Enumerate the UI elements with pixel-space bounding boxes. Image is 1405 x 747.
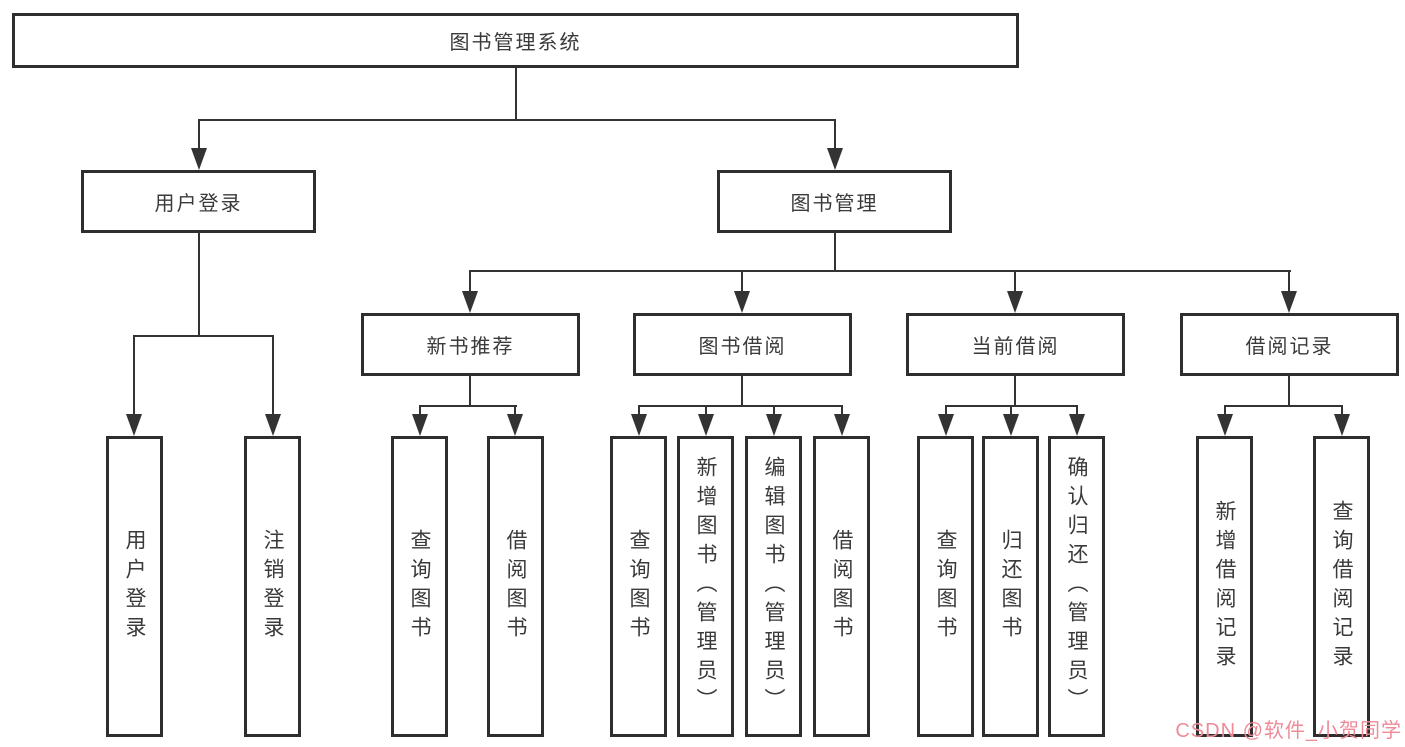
node-new-book-recommend: 新书推荐 [361, 313, 580, 376]
leaf-return-books: 归还图书 [982, 436, 1039, 737]
connector-drop-book-management [834, 119, 836, 152]
connector-drop-query-books-2 [638, 405, 640, 420]
connector-user-login-stem [198, 232, 200, 337]
connector-new-book-recommend-stem [469, 375, 471, 407]
connector-drop-current-borrowing [1014, 270, 1016, 295]
arrow-down-icon [938, 414, 954, 436]
leaf-borrow-books-1: 借阅图书 [487, 436, 544, 737]
node-current-borrowing: 当前借阅 [906, 313, 1125, 376]
watermark: CSDN @软件_小贺同学 [1175, 720, 1402, 742]
arrow-down-icon [834, 414, 850, 436]
leaf-borrow-books-2: 借阅图书 [813, 436, 870, 737]
leaf-add-books-admin: 新增图书（管理员） [677, 436, 734, 737]
arrow-down-icon [698, 414, 714, 436]
connector-current-borrowing-stem [1014, 375, 1016, 407]
connector-drop-add-borrow-record [1224, 405, 1226, 420]
arrow-down-icon [507, 414, 523, 436]
arrow-down-icon [1281, 291, 1297, 313]
arrow-down-icon [265, 414, 281, 436]
connector-book-management-rail [469, 270, 1291, 272]
connector-drop-leaf-logout [272, 335, 274, 420]
connector-root-rail [198, 119, 836, 121]
connector-drop-add-books-admin [705, 405, 707, 420]
connector-new-book-recommend-rail [419, 405, 517, 407]
connector-user-login-rail [133, 335, 274, 337]
arrow-down-icon [412, 414, 428, 436]
arrow-down-icon [1217, 414, 1233, 436]
arrow-down-icon [462, 291, 478, 313]
node-borrowing-records: 借阅记录 [1180, 313, 1399, 376]
connector-drop-leaf-user-login [133, 335, 135, 420]
arrow-down-icon [827, 148, 843, 170]
arrow-down-icon [1007, 291, 1023, 313]
connector-drop-borrow-books-2 [841, 405, 843, 420]
arrow-down-icon [1069, 414, 1085, 436]
leaf-edit-books-admin: 编辑图书（管理员） [745, 436, 802, 737]
arrow-down-icon [191, 148, 207, 170]
arrow-down-icon [1334, 414, 1350, 436]
connector-drop-edit-books-admin [773, 405, 775, 420]
connector-borrowing-records-stem [1288, 375, 1290, 407]
connector-drop-new-book-recommend [469, 270, 471, 295]
node-book-borrowing: 图书借阅 [633, 313, 852, 376]
connector-book-borrowing-stem [741, 375, 743, 407]
node-user-login: 用户登录 [81, 170, 316, 233]
connector-book-borrowing-rail [638, 405, 843, 407]
arrow-down-icon [1003, 414, 1019, 436]
connector-root-stem [515, 67, 517, 120]
connector-drop-return-books [1010, 405, 1012, 420]
arrow-down-icon [126, 414, 142, 436]
connector-drop-confirm-return [1076, 405, 1078, 420]
leaf-add-borrow-record: 新增借阅记录 [1196, 436, 1253, 737]
connector-drop-query-books-3 [945, 405, 947, 420]
leaf-query-books-1: 查询图书 [391, 436, 448, 737]
leaf-logout: 注销登录 [244, 436, 301, 737]
leaf-confirm-return-admin: 确认归还（管理员） [1048, 436, 1105, 737]
connector-borrowing-records-rail [1224, 405, 1343, 407]
node-book-management: 图书管理 [717, 170, 952, 233]
leaf-query-books-3: 查询图书 [917, 436, 974, 737]
arrow-down-icon [766, 414, 782, 436]
arrow-down-icon [734, 291, 750, 313]
leaf-query-borrow-record: 查询借阅记录 [1313, 436, 1370, 737]
node-root: 图书管理系统 [12, 13, 1019, 68]
connector-drop-book-borrowing [741, 270, 743, 295]
connector-drop-borrow-books-1 [514, 405, 516, 420]
leaf-query-books-2: 查询图书 [610, 436, 667, 737]
connector-drop-query-borrow-record [1341, 405, 1343, 420]
leaf-user-login: 用户登录 [106, 436, 163, 737]
connector-drop-borrowing-records [1288, 270, 1290, 295]
connector-book-management-stem [834, 232, 836, 272]
arrow-down-icon [631, 414, 647, 436]
connector-drop-user-login [198, 119, 200, 152]
connector-drop-query-books-1 [419, 405, 421, 420]
